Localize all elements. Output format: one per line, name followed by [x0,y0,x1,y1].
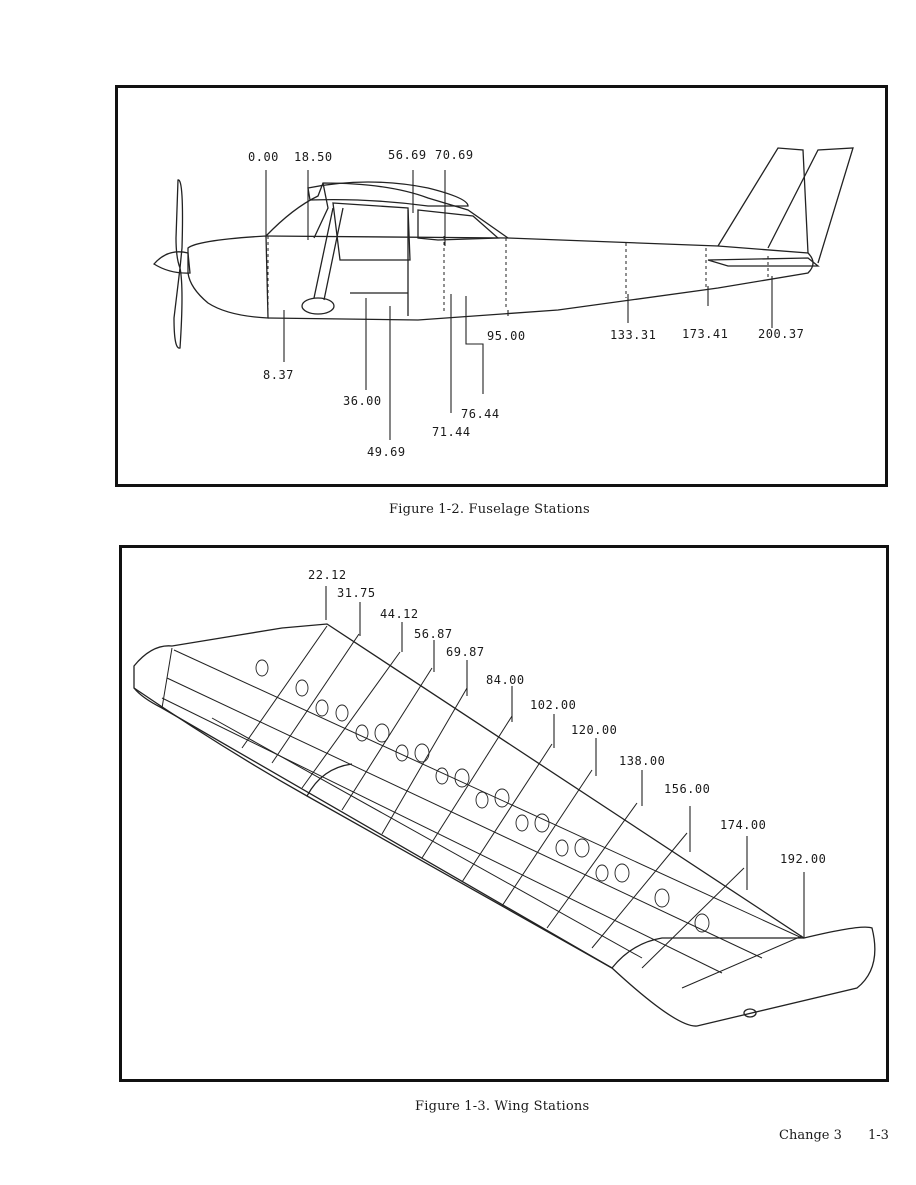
station-label: 173.41 [682,327,729,341]
station-label: 22.12 [308,568,347,582]
station-label: 70.69 [435,148,474,162]
station-label: 192.00 [780,852,827,866]
station-label: 8.37 [263,368,294,382]
station-label: 102.00 [530,698,577,712]
station-label: 31.75 [337,586,376,600]
fuselage-stations-figure: 0.00 18.50 56.69 70.69 8.37 36.00 49.69 … [115,85,888,487]
station-label: 84.00 [486,673,525,687]
station-label: 133.31 [610,328,657,342]
station-label: 120.00 [571,723,618,737]
station-label: 174.00 [720,818,767,832]
station-label: 49.69 [367,445,406,459]
station-label: 156.00 [664,782,711,796]
station-label: 95.00 [487,329,526,343]
figure-caption: Figure 1-2. Fuselage Stations [389,502,590,517]
station-label: 56.69 [388,148,427,162]
station-label: 138.00 [619,754,666,768]
wing-drawing [133,586,876,1027]
station-label: 56.87 [414,627,453,641]
wing-stations-figure: 22.12 31.75 44.12 56.87 69.87 84.00 102.… [119,545,889,1082]
station-label: 18.50 [294,150,333,164]
fuselage-drawing [153,147,854,440]
station-label: 71.44 [432,425,471,439]
station-label: 0.00 [248,150,279,164]
station-label: 200.37 [758,327,805,341]
station-label: 69.87 [446,645,485,659]
change-number: Change 3 [779,1128,842,1143]
figure-caption: Figure 1-3. Wing Stations [415,1099,590,1114]
station-label: 36.00 [343,394,382,408]
station-label: 76.44 [461,407,500,421]
station-label: 44.12 [380,607,419,621]
page-number: 1-3 [868,1128,889,1143]
